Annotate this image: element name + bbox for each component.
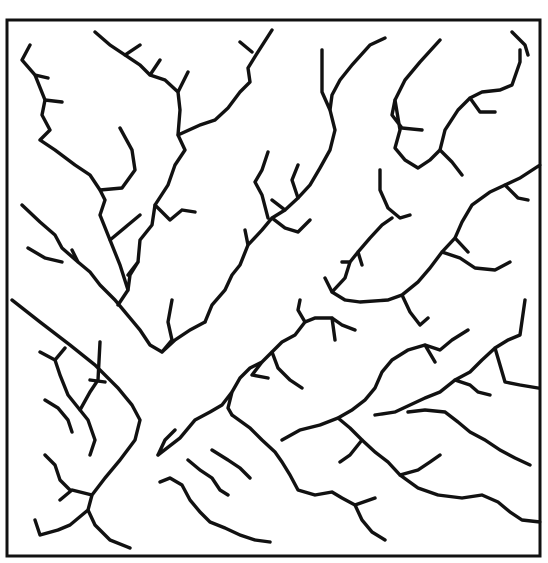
channel-segment (440, 150, 462, 175)
channel-segment (100, 128, 135, 190)
channel-segment (178, 72, 188, 92)
channel-segment (455, 380, 490, 395)
channel-segment (45, 455, 70, 490)
channel-segment (205, 230, 248, 322)
channel-segment (12, 300, 140, 548)
channel-segment (358, 252, 362, 265)
channel-segment (232, 415, 385, 540)
channel-segment (45, 400, 72, 432)
channel-segment (340, 440, 362, 462)
channel-segment (402, 295, 428, 325)
channel-segment (60, 490, 92, 500)
channel-segment (298, 300, 305, 322)
channel-segment (505, 185, 528, 200)
channel-segment (55, 348, 65, 360)
channel-network (12, 30, 540, 548)
channel-segment (80, 342, 100, 410)
channel-segment (400, 455, 440, 475)
channel-segment (338, 330, 468, 418)
channel-segment (255, 152, 268, 218)
channel-segment (408, 410, 530, 465)
channel-segment (110, 215, 140, 240)
channel-segment (125, 45, 140, 55)
channel-segment (155, 205, 195, 220)
channel-segment (442, 252, 510, 270)
channel-segment (440, 50, 520, 150)
channel-segment (495, 348, 538, 388)
channel-segment (240, 42, 252, 52)
channel-segment (272, 352, 302, 388)
channel-segment (455, 238, 468, 252)
channel-segment (178, 30, 272, 135)
channel-segment (272, 200, 285, 210)
channel-segment (282, 418, 540, 522)
channel-segment (35, 510, 88, 535)
channel-segment (470, 98, 495, 112)
channel-segment (355, 498, 375, 505)
channel-segment (90, 380, 105, 382)
channel-segment (188, 460, 228, 495)
channel-segment (332, 218, 392, 292)
channel-segment (22, 45, 128, 305)
channel-segment (272, 218, 310, 232)
channel-segment (380, 170, 410, 218)
channel-segment (395, 100, 440, 168)
channel-segment (150, 60, 160, 75)
channel-segment (160, 478, 270, 542)
channel-segment (28, 248, 62, 262)
channel-segment (292, 165, 298, 198)
channel-segment (322, 50, 330, 110)
figure-frame (7, 20, 540, 556)
channel-segment (212, 450, 250, 478)
channel-segment (45, 100, 62, 102)
